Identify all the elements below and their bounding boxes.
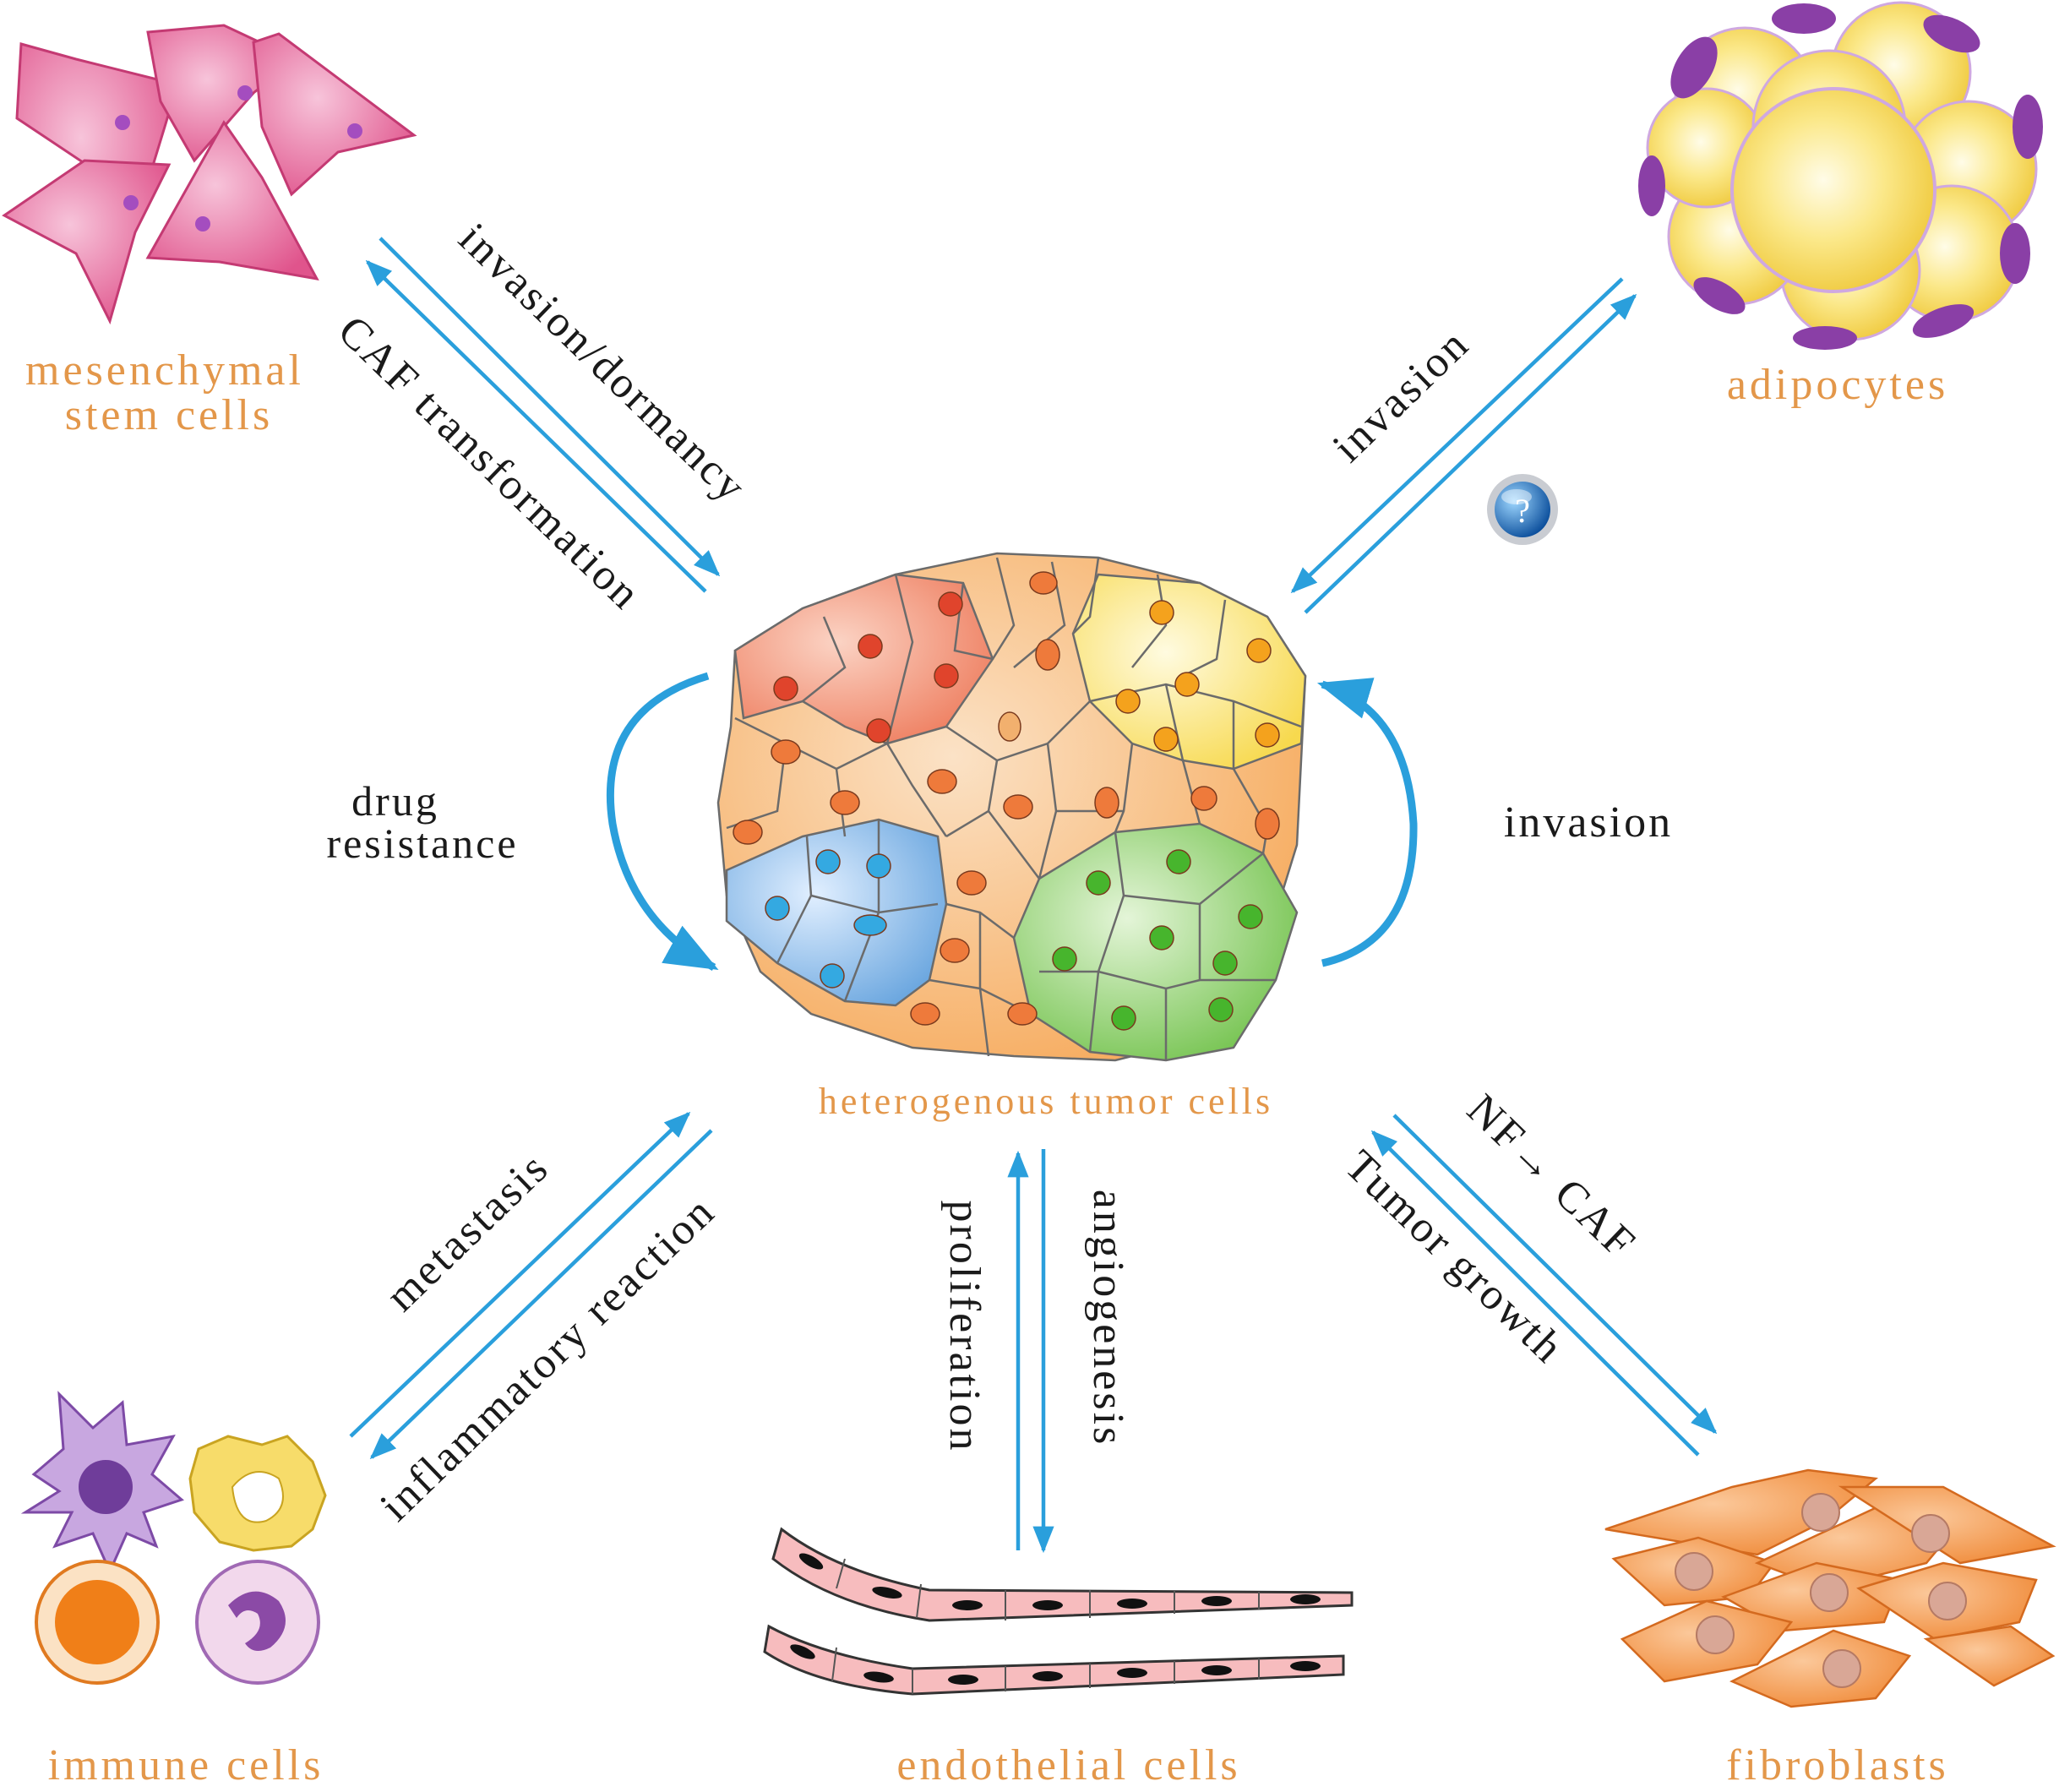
mesenchymal-label-line1: mesenchymal bbox=[25, 346, 304, 395]
adipocytes-label: adipocytes bbox=[1727, 361, 1948, 409]
label-nf-caf: NF→ CAF bbox=[1457, 1086, 1645, 1269]
fibroblasts-label: fibroblasts bbox=[1726, 1741, 1949, 1789]
arrow-fibro-to-tumor bbox=[1370, 1130, 1700, 1457]
svg-text:?: ? bbox=[1515, 492, 1530, 530]
immune-cells-illustration bbox=[20, 1391, 327, 1685]
label-proliferation: proliferation bbox=[940, 1201, 989, 1453]
endothelial-label: endothelial cells bbox=[896, 1741, 1240, 1789]
arrow-tumor-to-msc bbox=[365, 259, 707, 593]
label-loop-invasion: invasion bbox=[1504, 798, 1673, 847]
label-adipo-invasion: invasion bbox=[1324, 319, 1479, 471]
adipocytes-illustration bbox=[1638, 1, 2043, 350]
endothelial-cells-illustration bbox=[763, 1527, 1354, 1696]
mesenchymal-stem-cells-illustration bbox=[2, 24, 417, 325]
tumor-label: heterogenous tumor cells bbox=[819, 1081, 1273, 1122]
mesenchymal-label-line2: stem cells bbox=[65, 391, 274, 439]
label-drug-line2: resistance bbox=[326, 820, 518, 867]
label-metastasis: metastasis bbox=[377, 1143, 558, 1321]
arrow-adipo-to-tumor bbox=[1290, 277, 1624, 594]
arrow-tumor-to-adipo bbox=[1304, 293, 1637, 614]
arrow-tumor-to-fibro bbox=[1392, 1114, 1718, 1435]
interaction-arrows bbox=[349, 237, 1718, 1554]
question-mark-icon: ? bbox=[1487, 474, 1558, 545]
label-drug-line1: drug bbox=[351, 777, 439, 825]
arrow-loop-invasion bbox=[1316, 678, 1418, 967]
arrow-msc-to-tumor bbox=[379, 237, 721, 577]
label-angiogenesis: angiogenesis bbox=[1084, 1190, 1132, 1447]
tumor-cells-illustration bbox=[716, 552, 1307, 1062]
arrow-immune-to-tumor bbox=[349, 1111, 691, 1438]
immune-label: immune cells bbox=[48, 1741, 324, 1789]
fibroblasts-illustration bbox=[1604, 1468, 2056, 1708]
arrow-tumor-to-immune bbox=[369, 1129, 713, 1460]
arrow-loop-drug-resistance bbox=[606, 672, 719, 971]
label-inflammatory-reaction: inflammatory reaction bbox=[371, 1187, 724, 1531]
